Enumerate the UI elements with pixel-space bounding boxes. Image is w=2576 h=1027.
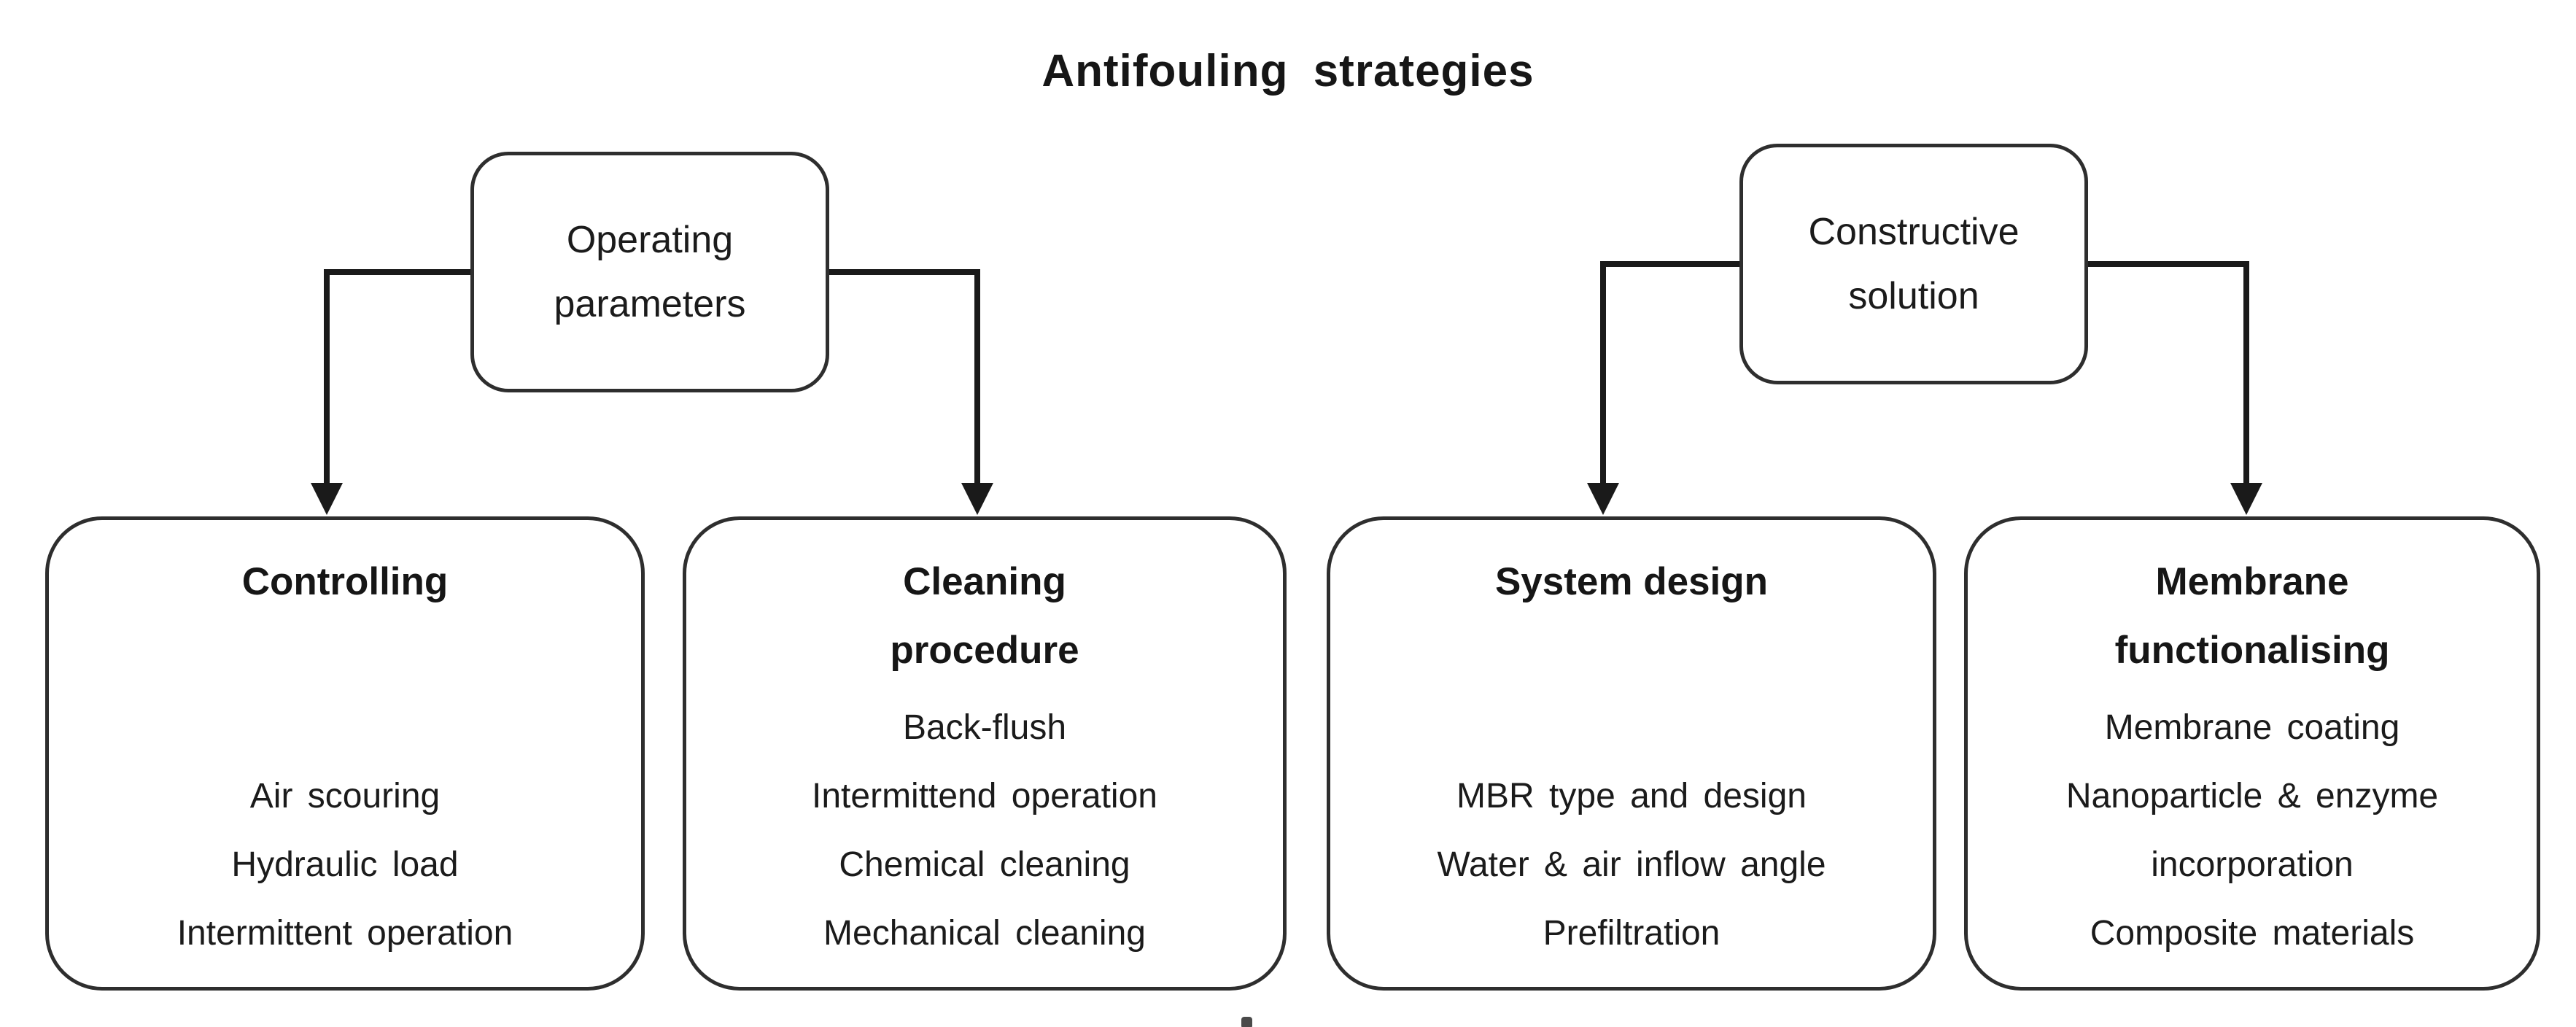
list-item: Intermittent operation — [176, 914, 513, 953]
connector-constructive-to-system-design — [1600, 261, 1739, 484]
node-cleaning-procedure: Cleaning procedure Back-flush Intermitte… — [683, 516, 1287, 991]
list-item: MBR type and design — [1456, 777, 1807, 815]
node-operating-parameters: Operating parameters — [470, 152, 829, 392]
diagram-title: Antifouling strategies — [1041, 46, 1535, 96]
node-controlling-items: Air scouring Hydraulic load Intermittent… — [65, 762, 625, 968]
arrow-down-cleaning-icon — [961, 483, 993, 515]
node-system-design: System design MBR type and design Water … — [1327, 516, 1936, 991]
node-constructive-solution: Constructive solution — [1739, 144, 2088, 384]
list-item: Prefiltration — [1543, 914, 1720, 953]
cropped-caption-mark — [1241, 1017, 1252, 1027]
list-item: Water & air inflow angle — [1437, 845, 1826, 884]
list-item: Composite materials — [2090, 914, 2415, 953]
node-system-design-items: MBR type and design Water & air inflow a… — [1346, 762, 1917, 968]
list-item: Back-flush — [902, 708, 1067, 747]
connector-operating-to-cleaning — [829, 269, 980, 484]
node-cleaning-procedure-items: Back-flush Intermittend operation Chemic… — [702, 694, 1267, 968]
node-membrane-functionalising-heading: Membrane functionalising — [2114, 560, 2390, 672]
node-membrane-functionalising: Membrane functionalising Membrane coatin… — [1964, 516, 2540, 991]
arrow-down-membrane-icon — [2230, 483, 2262, 515]
list-item: Intermittend operation — [812, 777, 1157, 815]
list-item: Hydraulic load — [231, 845, 459, 884]
node-controlling: Controlling Air scouring Hydraulic load … — [45, 516, 645, 991]
list-item: Mechanical cleaning — [823, 914, 1146, 953]
connector-constructive-to-membrane — [2088, 261, 2249, 484]
arrow-down-controlling-icon — [311, 483, 343, 515]
list-item: Chemical cleaning — [839, 845, 1130, 884]
node-system-design-heading: System design — [1494, 560, 1769, 603]
connector-operating-to-controlling — [324, 269, 470, 484]
node-membrane-functionalising-items: Membrane coating Nanoparticle & enzyme i… — [1984, 694, 2521, 968]
arrow-down-system-design-icon — [1587, 483, 1619, 515]
list-item: Membrane coating — [2104, 708, 2400, 747]
node-cleaning-procedure-heading: Cleaning procedure — [890, 560, 1079, 672]
node-controlling-heading: Controlling — [241, 560, 449, 603]
list-item: Air scouring — [249, 777, 441, 815]
node-operating-parameters-label: Operating parameters — [554, 219, 746, 325]
node-constructive-solution-label: Constructive solution — [1808, 211, 2020, 317]
list-item: Nanoparticle & enzyme incorporation — [2065, 777, 2439, 884]
